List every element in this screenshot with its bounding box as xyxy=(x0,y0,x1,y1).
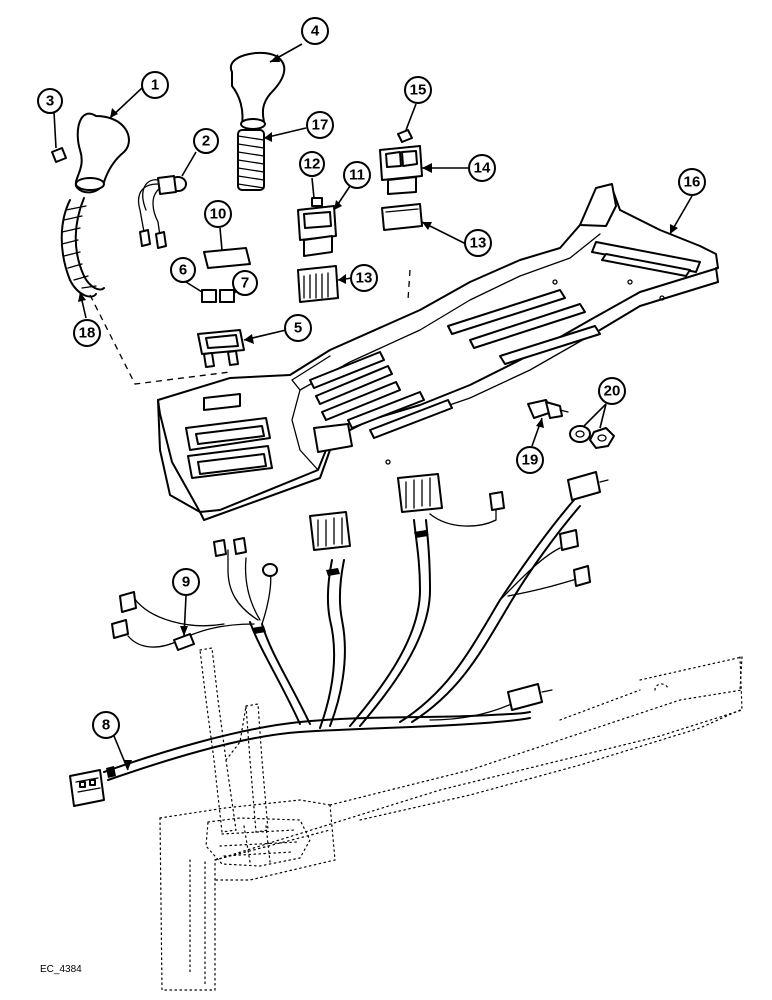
switch-housing-13-lower xyxy=(297,265,339,303)
callout-8: 8 xyxy=(92,711,120,739)
callout-16-label: 16 xyxy=(684,174,701,191)
switch-5 xyxy=(197,329,245,368)
callout-6-label: 6 xyxy=(179,262,187,279)
callout-12: 12 xyxy=(299,151,325,177)
callout-7: 7 xyxy=(232,270,258,296)
callout-13-upper-label: 13 xyxy=(470,235,487,252)
callout-11-label: 11 xyxy=(349,167,365,184)
callout-13-upper: 13 xyxy=(464,229,492,257)
wiring-harness xyxy=(69,471,609,807)
socket-2 xyxy=(137,175,187,249)
callout-15: 15 xyxy=(404,76,432,104)
nut-20b xyxy=(589,427,615,449)
callout-14-label: 14 xyxy=(474,160,491,177)
lens-7 xyxy=(219,289,235,303)
callout-13-lower: 13 xyxy=(350,264,378,292)
callout-20: 20 xyxy=(598,377,626,405)
console-panel xyxy=(89,183,719,521)
callout-5-label: 5 xyxy=(294,320,302,337)
gear-lever-boot xyxy=(205,817,311,867)
spring-17 xyxy=(237,129,265,191)
gear-levers-dotted xyxy=(199,647,269,833)
callout-9-label: 9 xyxy=(182,574,190,591)
callout-3-label: 3 xyxy=(46,93,54,110)
callout-19: 19 xyxy=(516,446,544,474)
pad-10 xyxy=(203,247,251,269)
switch-11 xyxy=(297,205,337,257)
callout-18: 18 xyxy=(73,319,101,347)
flex-tube-18 xyxy=(60,197,105,298)
callout-2-label: 2 xyxy=(202,133,210,150)
callout-3: 3 xyxy=(37,88,63,114)
callout-2: 2 xyxy=(193,128,219,154)
callout-5: 5 xyxy=(284,314,312,342)
lever-knob-1 xyxy=(74,112,130,194)
switch-housing-13-upper xyxy=(381,203,423,231)
callout-1: 1 xyxy=(141,71,169,99)
tractor-floor-outline xyxy=(159,656,743,991)
callout-19-label: 19 xyxy=(522,452,539,469)
callout-18-label: 18 xyxy=(79,325,96,342)
lens-12 xyxy=(311,197,323,207)
callout-12-label: 12 xyxy=(304,156,321,173)
sensor-19 xyxy=(527,399,569,419)
callout-6: 6 xyxy=(170,257,196,283)
callout-1-label: 1 xyxy=(151,77,159,94)
callout-15-label: 15 xyxy=(410,82,427,99)
reference-code: EC_4384 xyxy=(40,964,82,975)
switch-14 xyxy=(379,145,423,195)
lens-6 xyxy=(201,289,217,303)
callout-4-label: 4 xyxy=(311,23,320,40)
callout-10-label: 10 xyxy=(210,206,227,223)
nut-20a xyxy=(569,425,591,443)
callout-20-label: 20 xyxy=(604,383,621,400)
callout-8-label: 8 xyxy=(102,717,110,734)
callout-17: 17 xyxy=(306,111,334,139)
callout-14: 14 xyxy=(468,154,496,182)
callout-13-lower-label: 13 xyxy=(356,270,373,287)
lens-15 xyxy=(397,129,413,143)
lever-knob-4 xyxy=(229,51,286,130)
grub-screw-3 xyxy=(51,147,67,163)
callout-11: 11 xyxy=(343,161,371,189)
callout-7-label: 7 xyxy=(241,275,249,292)
callout-16: 16 xyxy=(678,168,706,196)
callout-4: 4 xyxy=(301,17,329,45)
callout-9: 9 xyxy=(172,568,200,596)
callout-10: 10 xyxy=(204,200,232,228)
callout-17-label: 17 xyxy=(312,117,329,134)
